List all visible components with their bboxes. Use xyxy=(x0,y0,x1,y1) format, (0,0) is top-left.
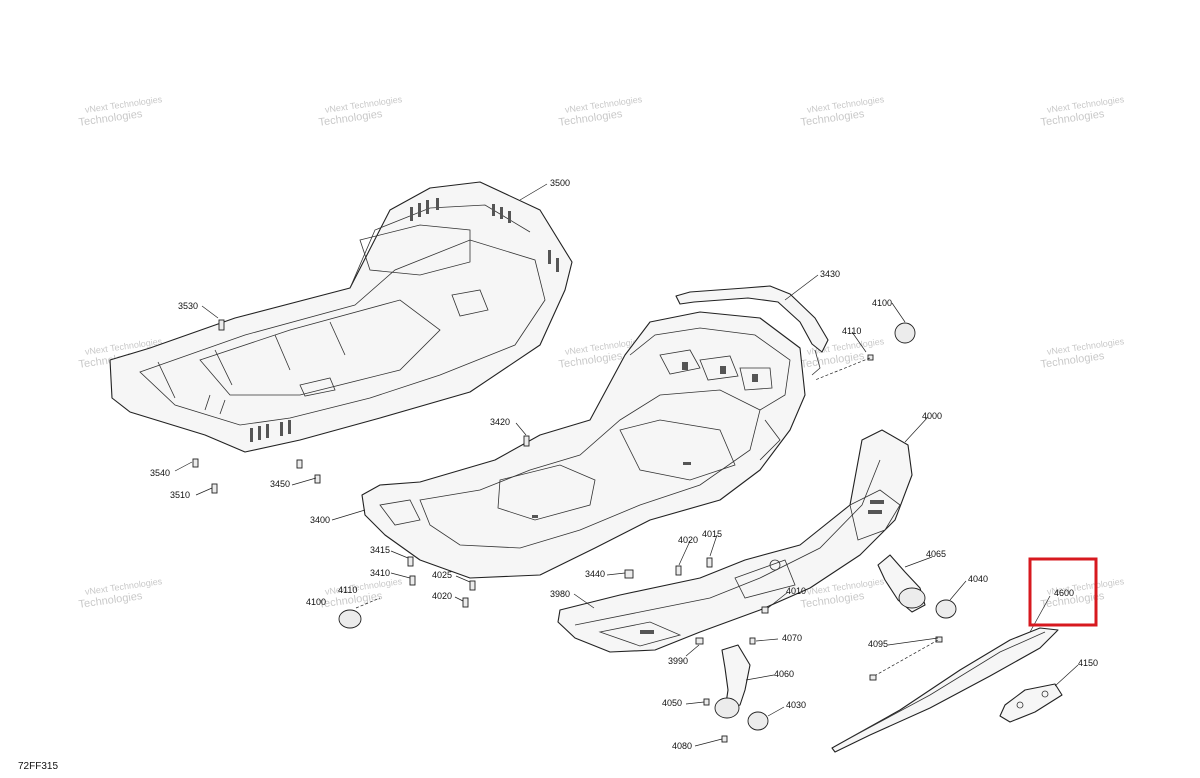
callout-3400: 3400 xyxy=(310,515,330,525)
callout-4025: 4025 xyxy=(432,570,452,580)
part-4100-reflector-upper xyxy=(894,322,916,344)
callout-3440: 3440 xyxy=(585,569,605,579)
part-4065-bracket xyxy=(877,554,926,613)
highlight-box xyxy=(1028,557,1098,627)
callout-4095: 4095 xyxy=(868,639,888,649)
part-4000-bumper xyxy=(557,429,913,653)
callout-4100: 4100 xyxy=(872,298,892,308)
callout-4110: 4110 xyxy=(338,585,357,595)
leader-lines xyxy=(174,183,1079,747)
callout-4020: 4020 xyxy=(432,591,452,601)
part-4030-reflector xyxy=(747,711,769,731)
callout-4110: 4110 xyxy=(842,326,861,336)
callout-3980: 3980 xyxy=(550,589,570,599)
callout-4010: 4010 xyxy=(786,586,806,596)
callout-3415: 3415 xyxy=(370,545,390,555)
callout-4080: 4080 xyxy=(672,741,692,751)
callout-4050: 4050 xyxy=(662,698,682,708)
callout-3530: 3530 xyxy=(178,301,198,311)
callout-3450: 3450 xyxy=(270,479,290,489)
part-3500-front-rack xyxy=(109,181,573,453)
callout-4060: 4060 xyxy=(774,669,794,679)
callout-3420: 3420 xyxy=(490,417,510,427)
callout-3410: 3410 xyxy=(370,568,390,578)
callout-4100: 4100 xyxy=(306,597,326,607)
callout-4065: 4065 xyxy=(926,549,946,559)
callout-3510: 3510 xyxy=(170,490,190,500)
callout-4040: 4040 xyxy=(968,574,988,584)
part-4100-reflector-left xyxy=(338,609,362,629)
callout-4070: 4070 xyxy=(782,633,802,643)
callout-labels: 3500 3430 4100 4110 3530 3420 4000 3540 3510 3450… xyxy=(150,178,1098,751)
callout-4150: 4150 xyxy=(1078,658,1098,668)
callout-4015: 4015 xyxy=(702,529,722,539)
callout-4600: 4600 xyxy=(1054,588,1074,598)
callout-3540: 3540 xyxy=(150,468,170,478)
callout-3500: 3500 xyxy=(550,178,570,188)
callout-3430: 3430 xyxy=(820,269,840,279)
part-4040-reflector xyxy=(935,599,957,619)
reflectors xyxy=(338,322,957,731)
part-4150-bracket xyxy=(999,683,1063,723)
diagram-reference-code: 72FF315 xyxy=(18,761,58,772)
callout-4020: 4020 xyxy=(678,535,698,545)
callout-3990: 3990 xyxy=(668,656,688,666)
part-4600-strip xyxy=(831,627,1059,753)
callout-4030: 4030 xyxy=(786,700,806,710)
callout-4000: 4000 xyxy=(922,411,942,421)
fasteners xyxy=(192,319,943,743)
part-4060-bracket xyxy=(714,644,751,719)
part-3430-bar xyxy=(675,285,829,376)
